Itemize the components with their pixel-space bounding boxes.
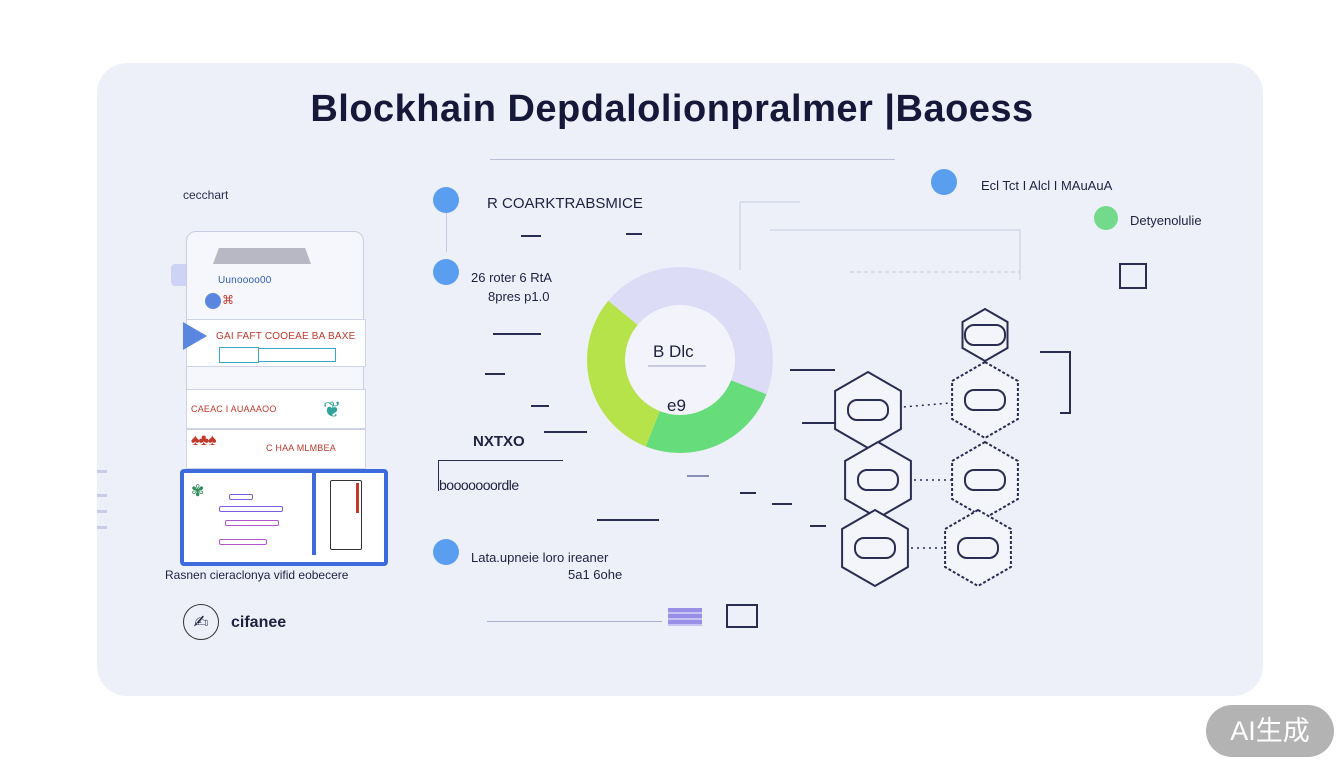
step-label-3b: 5a1 6ohe (568, 567, 623, 582)
stack-icon (668, 608, 702, 626)
dash-mark (810, 525, 826, 527)
legend-item: Detyenolulie (1130, 213, 1202, 228)
edge-mark (97, 470, 107, 473)
step-label-3a: Lata.upneie loro ireaner (471, 550, 609, 565)
footer-rule (487, 621, 662, 622)
chain-link-icon (964, 389, 1006, 411)
signal-bar (356, 483, 359, 513)
page-title: Blockhain Depdalolionpralmer |Baoess (310, 88, 1034, 130)
row-label: C HAA MLMBEA (266, 443, 336, 453)
phone-device (330, 480, 362, 550)
gear-icon: ❦ (323, 397, 342, 422)
progress-box (258, 348, 336, 362)
legend-dot-green (1094, 206, 1118, 230)
edge-mark (97, 494, 107, 497)
gauge-segment-lavender (608, 267, 773, 395)
block-chain-box (438, 460, 563, 491)
user-icon (205, 293, 221, 309)
block-label: NXTXO (473, 433, 525, 450)
step-dot-2 (433, 259, 459, 285)
bar-item (229, 494, 253, 500)
title-divider (490, 159, 895, 160)
dash-mark (597, 519, 659, 521)
chain-link-icon (957, 537, 999, 559)
chain-link-icon (854, 537, 896, 559)
block-node-icon (844, 440, 912, 520)
gauge-segment-green (645, 380, 767, 453)
connector-line (446, 212, 447, 252)
blockchain-network (739, 201, 1071, 588)
dash-mark (740, 492, 756, 494)
chain-link-icon (964, 469, 1006, 491)
dash-mark (493, 333, 541, 335)
brand-logo-icon: ✍ (183, 604, 219, 640)
row-label: Uunoooo00 (218, 275, 272, 286)
step-label-2a: 26 roter 6 RtA (471, 270, 552, 285)
dash-mark (485, 373, 505, 375)
dash-mark (544, 431, 587, 433)
dash-mark (531, 405, 549, 407)
device-top-tray (213, 248, 311, 264)
gauge-center-bottom: e9 (667, 396, 686, 415)
chain-link-icon (964, 324, 1006, 346)
panel-caption: Rasnen cieraclonya vifid eobecere (165, 568, 349, 582)
screen-divider (312, 473, 316, 555)
gauge-center (620, 300, 740, 420)
ai-generated-badge: AI生成 (1206, 705, 1334, 757)
frame-icon-right (1119, 263, 1147, 289)
left-panel-header: cecchart (183, 188, 229, 202)
bar-item (219, 539, 267, 545)
chain-link-icon (857, 469, 899, 491)
ring-gauge (587, 267, 773, 453)
step-dot-3 (433, 539, 459, 565)
dash-mark (687, 475, 709, 477)
gauge-segment-lime (587, 300, 660, 447)
block-node-icon (951, 360, 1019, 440)
step-dot-1 (433, 187, 459, 213)
people-icon: ♠♣♠ (191, 432, 216, 449)
list-row[interactable] (186, 429, 366, 469)
edge-mark (97, 526, 107, 529)
tag-icon: ⌘ (222, 293, 234, 307)
arrow-icon (183, 322, 207, 350)
list-row[interactable] (186, 319, 366, 367)
block-caption: booooooordle (439, 477, 519, 493)
field-box (219, 347, 259, 363)
list-row[interactable] (186, 389, 366, 429)
dash-mark (772, 503, 792, 505)
block-node-icon (841, 508, 909, 588)
row-label: GAI FAFT COOEAE BA BAXE (216, 331, 356, 342)
chain-link-icon (847, 399, 889, 421)
step-label-2b: 8pres p1.0 (488, 289, 550, 304)
gauge-center-top: B Dlc (653, 342, 694, 361)
right-header: Ecl Tct I Alcl I M­AuAuA (981, 178, 1113, 193)
dash-mark (521, 235, 541, 237)
plant-icon: ✾ (191, 483, 205, 500)
gauge-divider (648, 365, 706, 367)
bar-item (219, 506, 283, 512)
bar-item (225, 520, 279, 526)
brand-name: cifanee (231, 614, 287, 631)
block-node-icon (951, 440, 1019, 520)
legend-dot-blue (931, 169, 957, 195)
block-node-icon (961, 307, 1009, 363)
step-label-1: r coarktrabsmice (487, 195, 643, 212)
frame-icon (726, 604, 758, 628)
block-node-icon (944, 508, 1012, 588)
block-node-icon (834, 370, 902, 450)
dash-mark (626, 233, 642, 235)
row-label: CAEAC I AUAAAOO (191, 404, 277, 414)
edge-mark (97, 510, 107, 513)
